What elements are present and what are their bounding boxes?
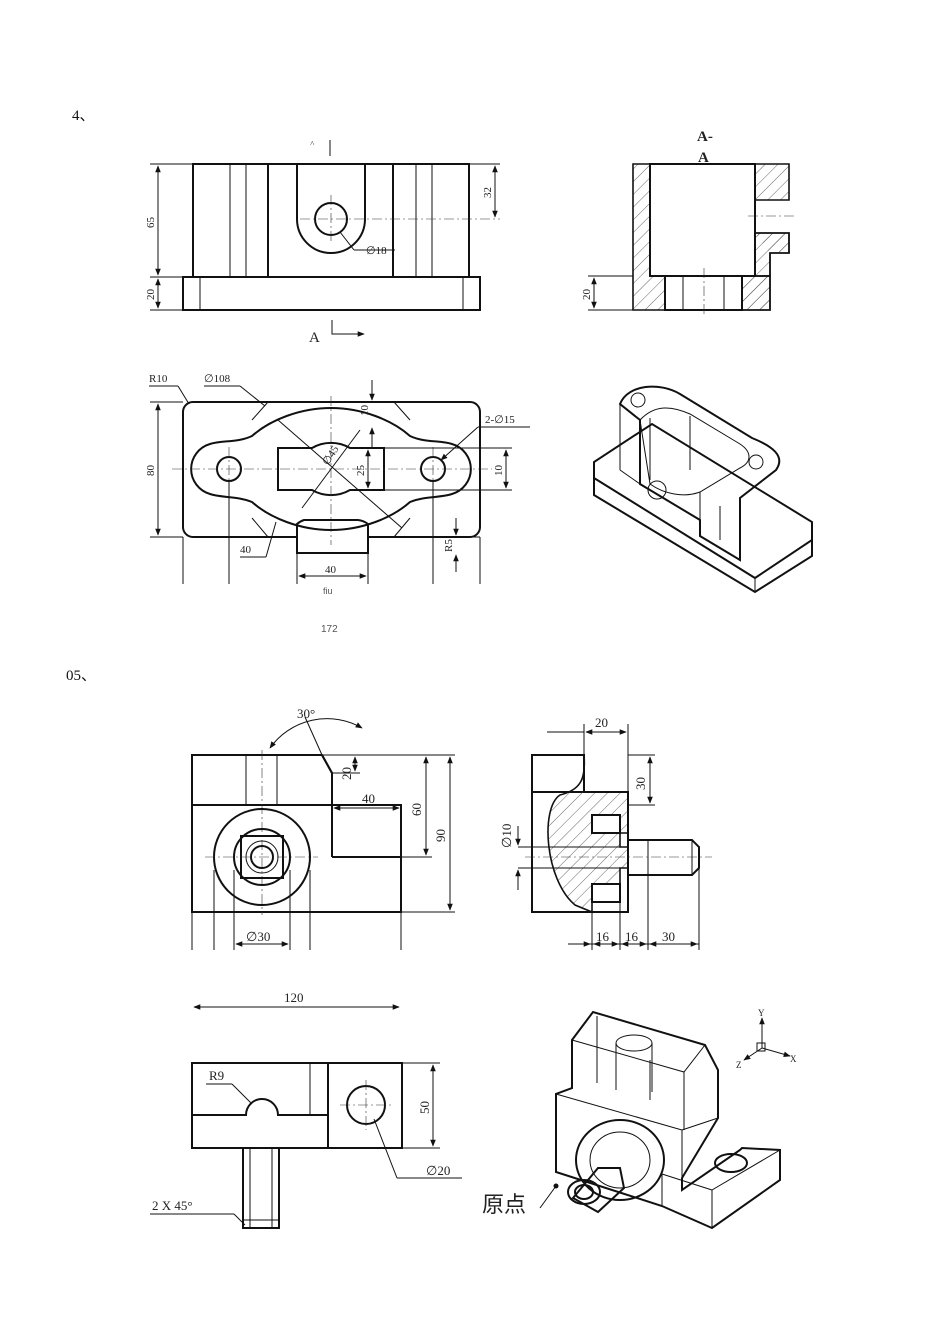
p4-dim-dia45: ∅45 xyxy=(320,443,341,467)
p4-top-mark: ˄ xyxy=(310,139,315,148)
p4-dim-32: 32 xyxy=(482,187,494,198)
p4-dim-40-right: 10 xyxy=(493,465,505,477)
p4-front-view: ˄ 65 20 32 ∅18 A xyxy=(145,139,500,346)
axis-label-y: Y xyxy=(758,1008,765,1018)
p5-isometric-view: 原点 Y Z X xyxy=(482,1008,797,1230)
p4-top-view: 40 80 R10 ∅108 10 2-∅15 ∅45 25 10 40 xyxy=(145,373,530,584)
p5-dim-16-b: 16 xyxy=(625,929,639,944)
problem-4-number: 4、 xyxy=(72,108,95,124)
p4-dim-80: 80 xyxy=(145,465,157,477)
p4-section-label-b: A xyxy=(698,150,709,166)
p5-front-view: 30° 20 40 60 90 ∅30 xyxy=(191,706,455,950)
p5-dim-16-a: 16 xyxy=(596,929,610,944)
p5-dim-90: 90 xyxy=(433,829,448,842)
p4-dim-25: 25 xyxy=(355,465,367,477)
problem-5-number: 05、 xyxy=(66,668,97,684)
p5-dim-dia20: ∅20 xyxy=(426,1163,450,1178)
p5-dim-120: 120 xyxy=(284,990,304,1005)
p4-footer-small: fiu xyxy=(323,586,333,596)
p4-view-label: A xyxy=(309,330,320,346)
p4-isometric-view xyxy=(593,385,813,594)
p5-dim-30-side: 30 xyxy=(633,777,648,790)
axis-label-z: Z xyxy=(736,1060,742,1070)
p5-dim-40: 40 xyxy=(362,791,375,806)
p4-dim-10-top: 10 xyxy=(359,405,371,417)
p5-dim-50: 50 xyxy=(417,1101,432,1114)
p5-dim-60: 60 xyxy=(409,803,424,816)
p5-dim-20-side: 20 xyxy=(595,715,608,730)
p4-dim-40-bottom: 40 xyxy=(325,564,337,576)
p5-dim-dia30: ∅30 xyxy=(246,929,270,944)
p4-section-view: A- A-A A 20 xyxy=(581,129,796,316)
p4-dim-r10: R10 xyxy=(149,373,168,385)
p4-dim-r5: 40 xyxy=(240,544,252,556)
p5-side-view: 20 30 ∅10 16 16 30 xyxy=(499,715,712,950)
axis-triad-icon: Y Z X xyxy=(736,1008,797,1070)
p4-page-number: 172 xyxy=(321,624,338,635)
p5-dim-30-bottom: 30 xyxy=(662,929,675,944)
p4-dim-dia108: ∅108 xyxy=(204,373,231,385)
p5-dim-chamfer: 2 X 45° xyxy=(152,1198,193,1213)
p5-dim-dia10: ∅10 xyxy=(499,824,514,848)
axis-label-x: X xyxy=(790,1054,797,1064)
p4-dim-2-dia15: 2-∅15 xyxy=(485,414,515,426)
p4-dim-10-bottom: R5 xyxy=(443,539,455,552)
p4-dim-dia18: ∅18 xyxy=(366,245,387,257)
p4-dim-65: 65 xyxy=(145,217,157,229)
p4-dim-20-section: 20 xyxy=(581,289,593,301)
p4-section-label-a: A- xyxy=(697,129,713,145)
p5-dim-20-front: 20 xyxy=(339,767,354,780)
p5-top-view: 120 R9 50 ∅20 2 X 45° xyxy=(150,990,462,1229)
p5-dim-30deg: 30° xyxy=(297,706,315,721)
p4-dim-20-front: 20 xyxy=(145,289,157,301)
p5-dim-r9: R9 xyxy=(209,1068,224,1083)
p5-origin-label: 原点 xyxy=(482,1193,526,1218)
